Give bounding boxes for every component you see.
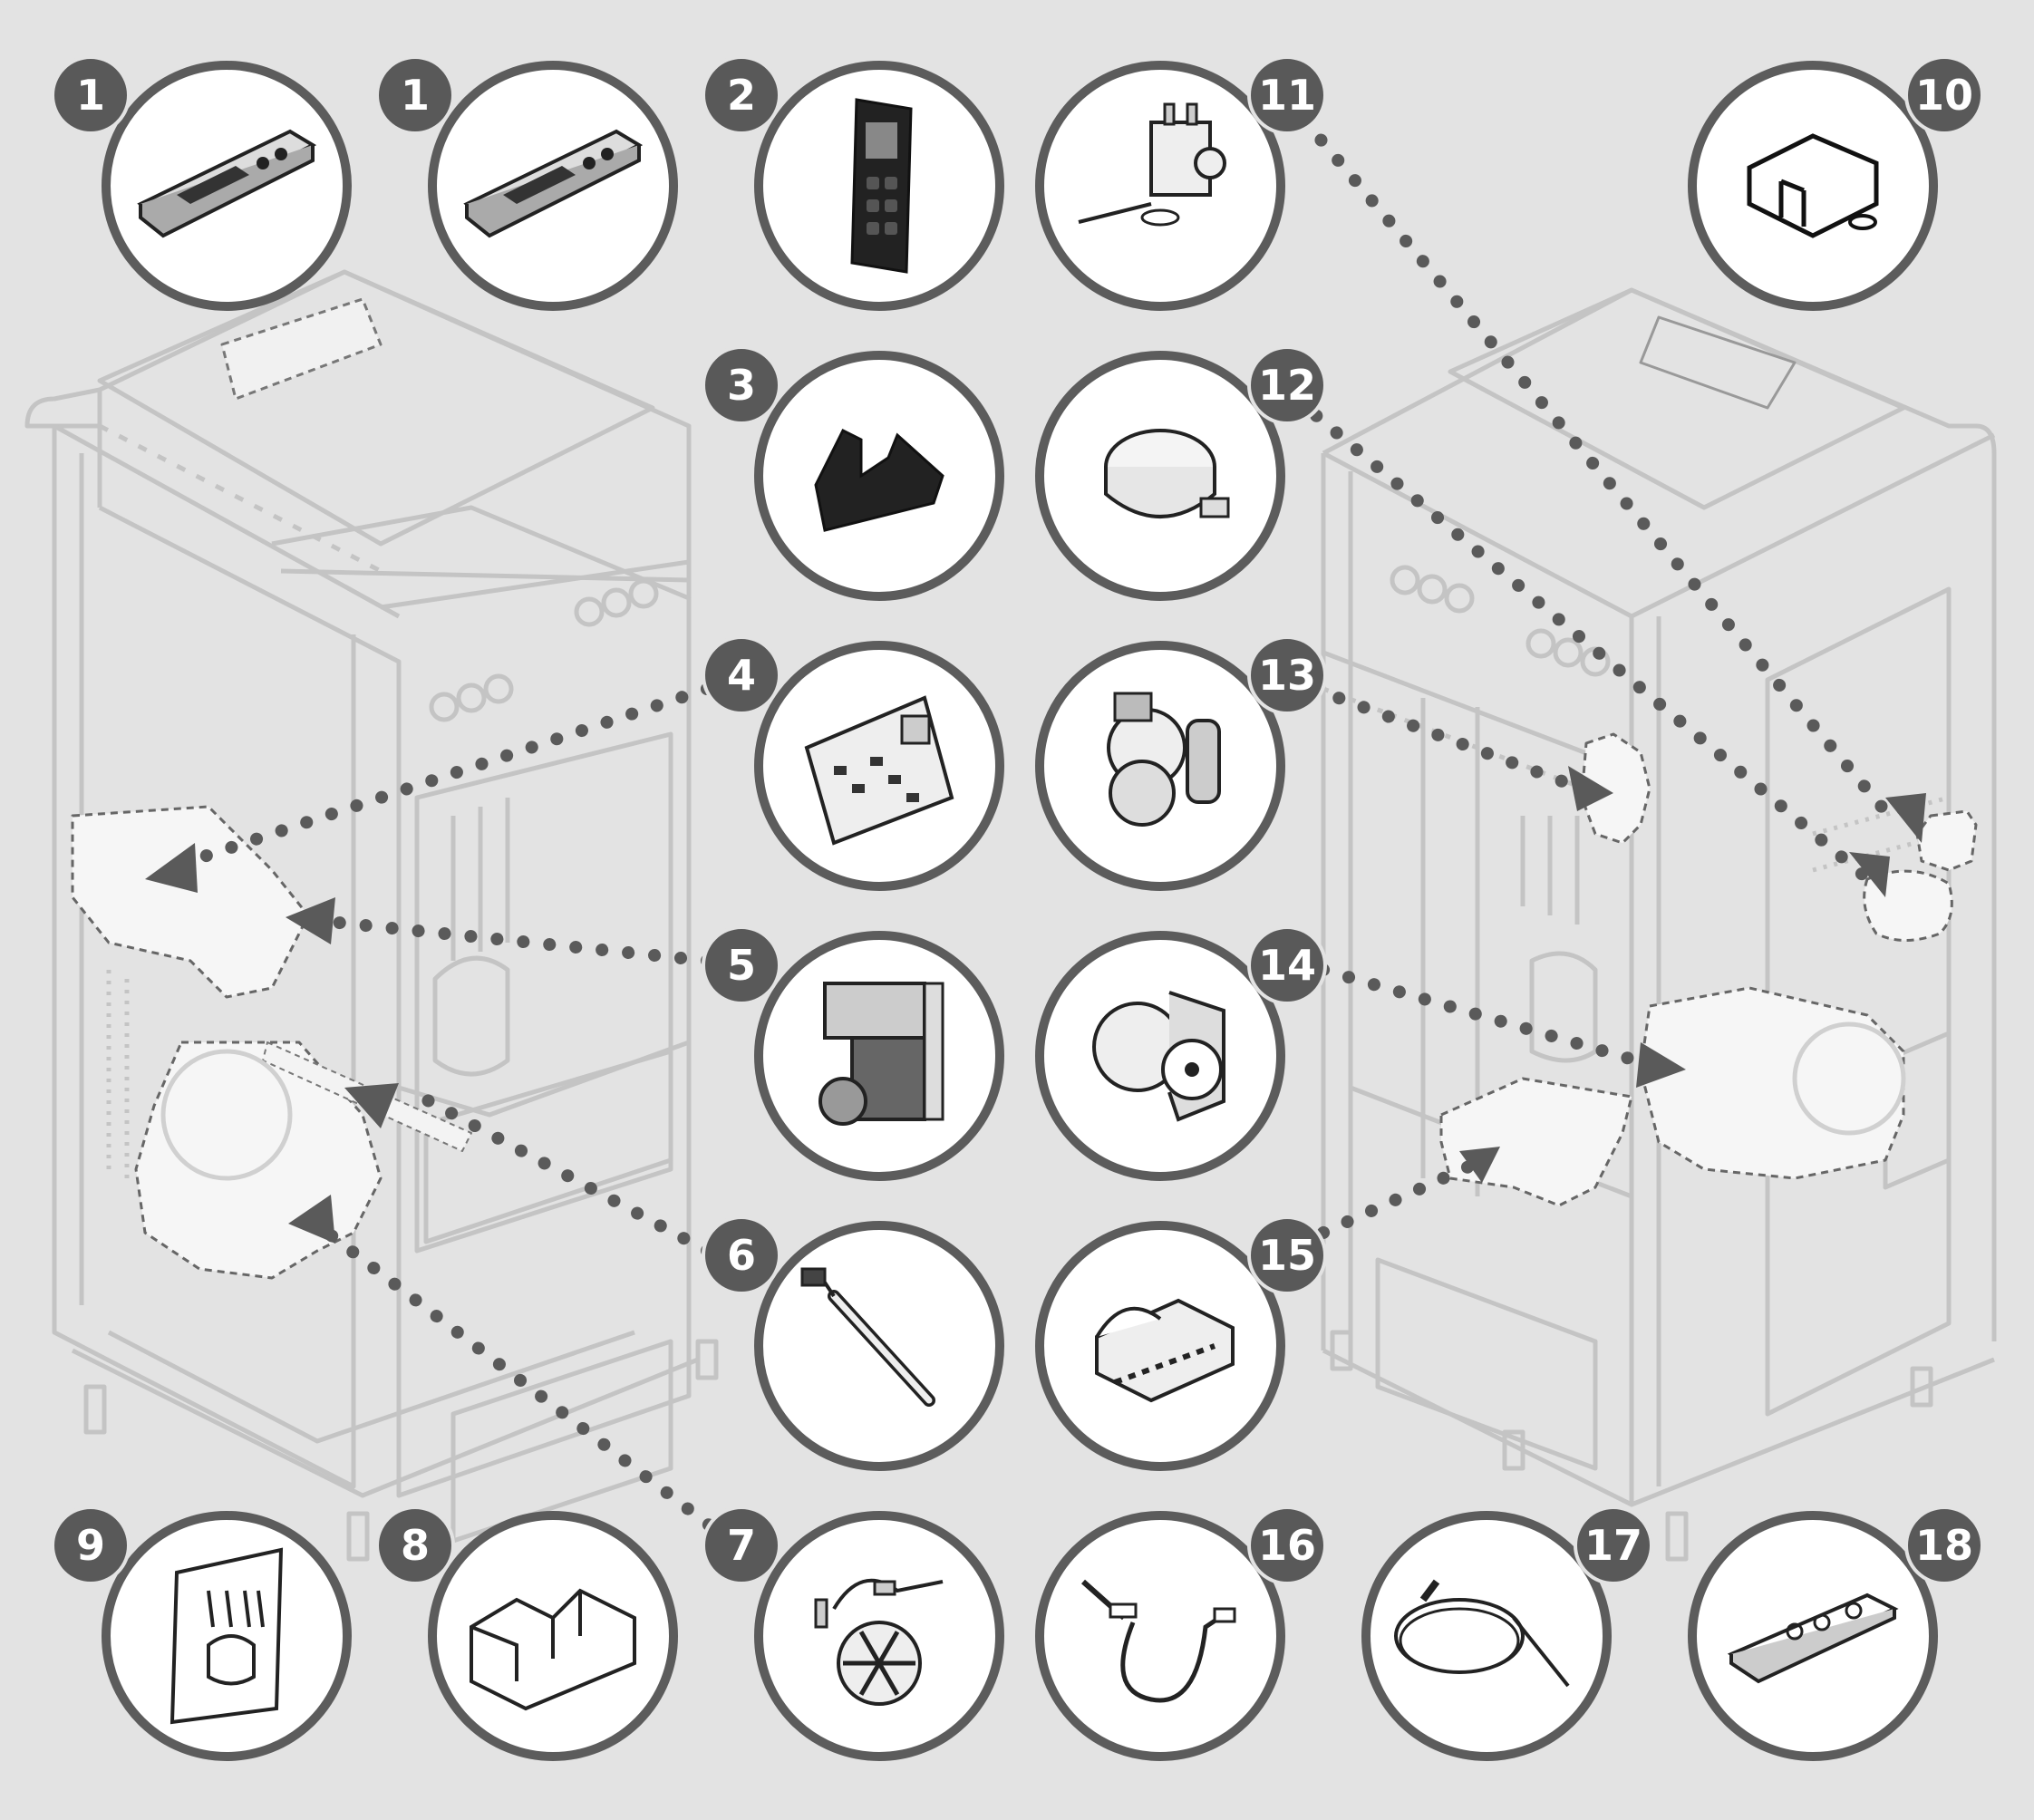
number-badge bbox=[1247, 345, 1327, 425]
part-callout-13: 13 bbox=[1035, 635, 1327, 891]
part-callout-1: 1 bbox=[375, 55, 678, 311]
leader-4 bbox=[170, 682, 713, 872]
number-badge bbox=[1904, 1505, 1984, 1585]
number-badge bbox=[1574, 1505, 1653, 1585]
leader-lines bbox=[170, 93, 1892, 1547]
part-number-label: 4 bbox=[727, 651, 756, 700]
part-callout-7: 7 bbox=[702, 1505, 1004, 1761]
remote-control-icon bbox=[1727, 1592, 1899, 1684]
hopper-icon bbox=[470, 1588, 636, 1711]
number-badge bbox=[702, 55, 781, 135]
right-stove-illustration bbox=[1321, 287, 1997, 1562]
number-badge bbox=[1247, 1505, 1327, 1585]
number-badge bbox=[702, 635, 781, 715]
exhaust-fan-icon bbox=[814, 1578, 944, 1706]
callout-ring bbox=[1361, 1511, 1612, 1761]
part-number-label: 12 bbox=[1258, 361, 1316, 410]
part-number-label: 9 bbox=[76, 1521, 105, 1570]
part-callout-18: 18 bbox=[1688, 1505, 1984, 1761]
part-callout-17: 17 bbox=[1361, 1505, 1653, 1761]
number-badge bbox=[51, 55, 131, 135]
leader-14 bbox=[1317, 963, 1642, 1067]
blower-fan-icon bbox=[1092, 991, 1225, 1122]
leader-15 bbox=[1317, 1158, 1479, 1239]
part-number-label: 2 bbox=[727, 71, 756, 120]
part-number-label: 17 bbox=[1584, 1521, 1642, 1570]
part-number-label: 16 bbox=[1258, 1521, 1316, 1570]
control-panel-icon bbox=[137, 129, 317, 238]
number-badge bbox=[702, 345, 781, 425]
part-number-label: 3 bbox=[727, 361, 756, 410]
remote-display-icon bbox=[850, 98, 913, 274]
leader-6 bbox=[406, 1086, 713, 1257]
sensor-cable-icon bbox=[1394, 1579, 1570, 1688]
part-callout-14: 14 bbox=[1035, 925, 1327, 1181]
leader-12 bbox=[1290, 392, 1869, 881]
part-number-label: 15 bbox=[1258, 1231, 1316, 1280]
control-panel-icon bbox=[463, 129, 644, 238]
bracket-icon bbox=[814, 428, 944, 532]
gear-motor-icon bbox=[818, 982, 944, 1126]
part-number-label: 7 bbox=[727, 1521, 756, 1570]
number-badge bbox=[1904, 55, 1984, 135]
part-callout-4: 4 bbox=[702, 635, 1004, 891]
part-number-label: 14 bbox=[1258, 941, 1316, 990]
cover-bracket-icon bbox=[1747, 133, 1879, 238]
part-number-label: 5 bbox=[727, 941, 756, 990]
part-callout-16: 16 bbox=[1035, 1505, 1327, 1761]
part-number-label: 6 bbox=[727, 1231, 756, 1280]
leader-11 bbox=[1281, 93, 1892, 818]
number-badge bbox=[1247, 925, 1327, 1005]
part-callout-15: 15 bbox=[1035, 1215, 1327, 1471]
number-badge bbox=[702, 925, 781, 1005]
circuit-board-icon bbox=[804, 695, 954, 846]
part-callout-2: 2 bbox=[702, 55, 1004, 311]
number-badge bbox=[702, 1215, 781, 1295]
part-callout-11: 11 bbox=[1035, 55, 1327, 311]
vacuum-switch-icon bbox=[1107, 692, 1221, 827]
part-callout-8: 8 bbox=[375, 1505, 678, 1761]
number-badge bbox=[1247, 1215, 1327, 1295]
door-glass-icon bbox=[170, 1547, 284, 1725]
probe-cable-icon bbox=[1081, 1579, 1236, 1703]
part-callout-3: 3 bbox=[702, 345, 1004, 601]
igniter-icon bbox=[800, 1267, 935, 1407]
leader-13 bbox=[1308, 682, 1588, 795]
part-callout-5: 5 bbox=[702, 925, 1004, 1181]
leader-7 bbox=[315, 1222, 736, 1547]
leader-arrowheads bbox=[145, 766, 1926, 1244]
left-stove-illustration bbox=[24, 269, 719, 1562]
part-callout-12: 12 bbox=[1035, 345, 1327, 601]
part-callout-9: 9 bbox=[51, 1505, 352, 1761]
number-badge bbox=[1247, 55, 1327, 135]
part-number-label: 1 bbox=[401, 71, 430, 120]
callout-ring bbox=[1035, 1511, 1285, 1761]
burn-pot-icon bbox=[1095, 1298, 1235, 1403]
part-number-label: 11 bbox=[1258, 71, 1316, 120]
part-number-label: 8 bbox=[401, 1521, 430, 1570]
part-callout-6: 6 bbox=[702, 1215, 1004, 1471]
pressure-switch-icon bbox=[1104, 429, 1230, 518]
part-number-label: 1 bbox=[76, 71, 105, 120]
part-callout-1: 1 bbox=[51, 55, 352, 311]
number-badge bbox=[375, 55, 455, 135]
part-number-label: 10 bbox=[1915, 71, 1973, 120]
part-number-label: 13 bbox=[1258, 651, 1316, 700]
number-badge bbox=[375, 1505, 455, 1585]
part-callout-10: 10 bbox=[1688, 55, 1984, 311]
part-number-label: 18 bbox=[1915, 1521, 1973, 1570]
number-badge bbox=[1247, 635, 1327, 715]
thermostat-icon bbox=[1078, 102, 1226, 227]
number-badge bbox=[702, 1505, 781, 1585]
number-badge bbox=[51, 1505, 131, 1585]
